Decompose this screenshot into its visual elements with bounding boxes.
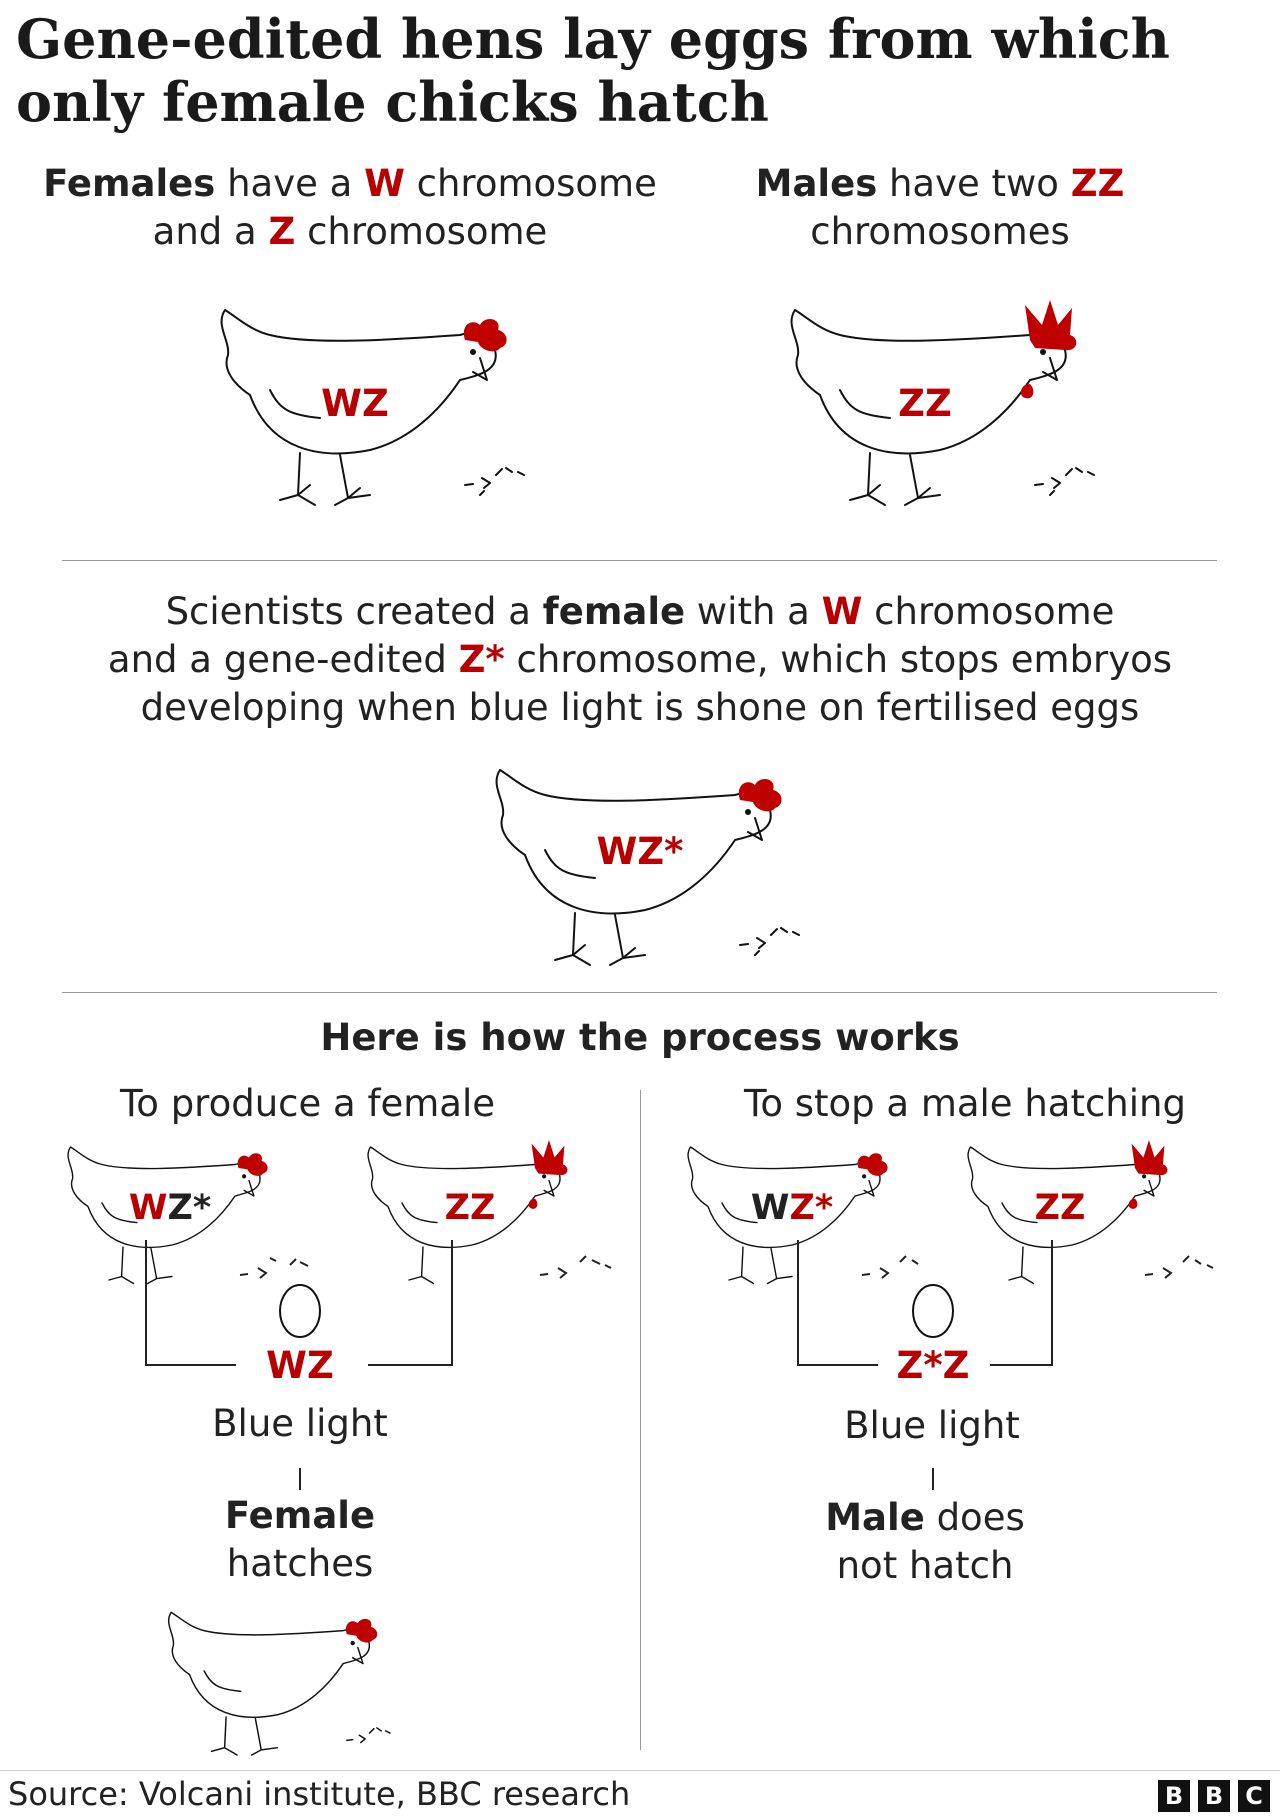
females-z: Z xyxy=(268,210,296,253)
hen-label-wzstar-right: WZ* xyxy=(732,1188,852,1228)
scientists-text-3: chromosome xyxy=(862,590,1115,633)
left-hen1-z: Z* xyxy=(167,1188,212,1228)
bbc-logo-letter: B xyxy=(1198,1780,1230,1812)
column-divider xyxy=(640,1090,641,1750)
egg-icon xyxy=(279,1284,321,1338)
outcome-left-rest: hatches xyxy=(226,1542,374,1585)
hen-icon xyxy=(687,1146,888,1285)
scientists-text-2: with a xyxy=(685,590,822,633)
outcome-left: Female hatches xyxy=(150,1492,450,1588)
left-hen1-w: W xyxy=(128,1188,168,1228)
rooster-icon xyxy=(967,1140,1168,1285)
males-caption: Males have two ZZ chromosomes xyxy=(640,160,1240,256)
hen-label-zz: ZZ xyxy=(898,382,952,425)
footer-divider xyxy=(0,1770,1280,1771)
females-text-2: chromosome xyxy=(404,162,657,205)
egg-icon xyxy=(912,1284,954,1338)
scientists-caption: Scientists created a female with a W chr… xyxy=(60,588,1220,732)
hen-label-zz-left: ZZ xyxy=(444,1188,496,1228)
hen-label-wzstar-left: WZ* xyxy=(110,1188,230,1228)
females-bold: Females xyxy=(43,162,216,205)
hen-icon xyxy=(167,1611,391,1756)
scientists-text-4: and a gene-edited xyxy=(107,638,459,681)
divider xyxy=(62,560,1217,561)
blue-light-left: Blue light xyxy=(212,1402,388,1445)
scientists-text-6: developing when blue light is shone on f… xyxy=(140,686,1140,729)
hen-icon xyxy=(495,769,800,966)
rooster-icon xyxy=(367,1140,568,1285)
divider xyxy=(62,992,1217,993)
left-heading: To produce a female xyxy=(119,1082,496,1125)
males-text-2: chromosomes xyxy=(810,210,1070,253)
bbc-logo: B B C xyxy=(1158,1780,1270,1812)
hen-label-wz: WZ xyxy=(321,382,389,425)
source-note: Source: Volcani institute, BBC research xyxy=(8,1775,631,1813)
egg-result-left: WZ xyxy=(266,1344,334,1387)
outcome-right-bold: Male xyxy=(825,1496,925,1539)
hen-label-wzstar: WZ* xyxy=(596,830,684,873)
outcome-right: Male does not hatch xyxy=(780,1494,1070,1590)
hen-icon xyxy=(220,309,525,506)
outcome-right-rest-2: not hatch xyxy=(836,1544,1014,1587)
right-hen1-z: Z* xyxy=(789,1188,834,1228)
females-caption: Females have a W chromosome and a Z chro… xyxy=(30,160,670,256)
females-w: W xyxy=(364,162,405,205)
outcome-left-bold: Female xyxy=(224,1494,376,1537)
bbc-logo-letter: C xyxy=(1238,1780,1270,1812)
page-title: Gene-edited hens lay eggs from which onl… xyxy=(16,7,1170,134)
rooster-icon xyxy=(790,300,1095,506)
males-bold: Males xyxy=(755,162,878,205)
egg-result-right: Z*Z xyxy=(896,1344,970,1387)
outcome-right-rest-1: does xyxy=(924,1496,1025,1539)
females-text-1: have a xyxy=(215,162,365,205)
hen-label-zz-right: ZZ xyxy=(1034,1188,1086,1228)
scientists-zstar: Z* xyxy=(458,638,505,681)
females-text-3: and a xyxy=(152,210,269,253)
blue-light-right: Blue light xyxy=(844,1404,1020,1447)
right-hen1-w: W xyxy=(750,1188,790,1228)
males-zz: ZZ xyxy=(1070,162,1125,205)
females-text-4: chromosome xyxy=(295,210,548,253)
scientists-text-1: Scientists created a xyxy=(165,590,543,633)
scientists-w: W xyxy=(821,590,863,633)
scientists-text-5: chromosome, which stops embryos xyxy=(504,638,1173,681)
males-text-1: have two xyxy=(877,162,1071,205)
right-heading: To stop a male hatching xyxy=(744,1082,1186,1125)
hen-icon xyxy=(67,1146,268,1285)
scientists-bold: female xyxy=(542,590,686,633)
bbc-logo-letter: B xyxy=(1158,1780,1190,1812)
process-heading: Here is how the process works xyxy=(320,1016,960,1059)
